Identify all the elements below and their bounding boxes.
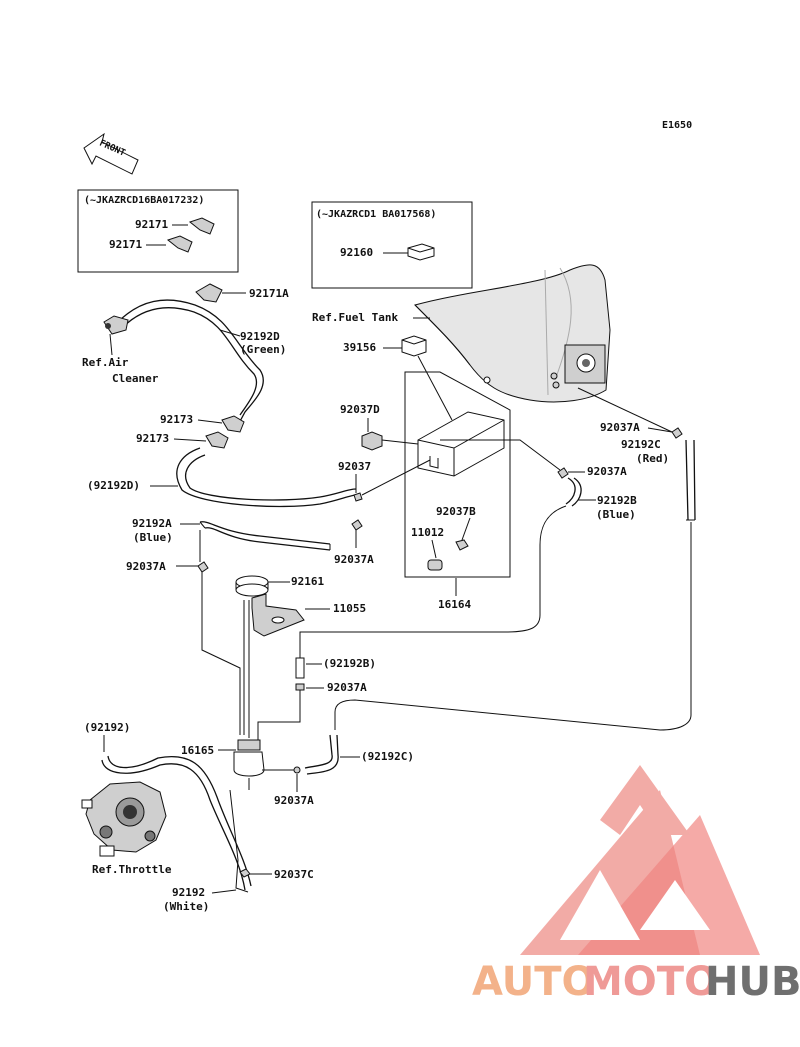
label-92192C-red-color: (Red) — [636, 452, 669, 465]
label-92037D: 92037D — [340, 403, 380, 416]
clip-92037A-mid-icon — [557, 467, 569, 479]
label-92037A-e: 92037A — [274, 794, 314, 807]
ref-air-label-1: Ref.Air — [82, 356, 129, 369]
box1-part-1: 92171 — [135, 218, 168, 231]
band-92161-icon — [235, 575, 269, 597]
label-92192D-green-color: (Green) — [240, 343, 286, 356]
label-11055: 11055 — [333, 602, 366, 615]
box1-part-2: 92171 — [109, 238, 142, 251]
hose-92192C-red — [685, 439, 696, 521]
label-92037B: 92037B — [436, 505, 476, 518]
ref-air-label-2: Cleaner — [112, 372, 159, 385]
label-92037A-tr: 92037A — [600, 421, 640, 434]
box1-header: (~JKAZRCD16BA017232) — [84, 195, 204, 206]
clip-92037A-tr-icon — [671, 427, 683, 439]
label-92192A-color: (Blue) — [133, 531, 173, 544]
label-92192B-paren: (92192B) — [323, 657, 376, 670]
route-line-red — [334, 522, 692, 731]
clip-92037A-e-icon — [293, 766, 301, 774]
hose-92192A-blue — [199, 521, 331, 551]
bracket-11055-icon — [251, 593, 305, 637]
label-92192B-color: (Blue) — [596, 508, 636, 521]
air-cleaner-fitting-icon — [103, 315, 129, 335]
clamp-92171b-icon — [166, 235, 193, 253]
label-92192A: 92192A — [132, 517, 172, 530]
bracket-92037D-icon — [361, 431, 383, 451]
label-92037A-l: 92037A — [126, 560, 166, 573]
pad-92160-icon — [407, 243, 435, 261]
label-16165: 16165 — [181, 744, 214, 757]
label-92037A-d: 92037A — [327, 681, 367, 694]
box2-header: (~JKAZRCD1 BA017568) — [316, 209, 436, 220]
canister-group-box — [404, 371, 511, 578]
hose-92192C — [304, 734, 339, 775]
label-92173-1: 92173 — [160, 413, 193, 426]
box2-part-1: 92160 — [340, 246, 373, 259]
fuel-tank-icon — [414, 264, 611, 403]
watermark-hub: HUB — [705, 959, 800, 1005]
ref-throttle-label: Ref.Throttle — [92, 863, 172, 876]
diagram-code: E1650 — [662, 120, 692, 131]
tube-92192B-icon — [295, 657, 305, 679]
label-92192C-paren: (92192C) — [361, 750, 414, 763]
route-line-blue — [299, 505, 567, 660]
clip-92037A-d-icon — [295, 683, 305, 691]
label-92192-paren: (92192) — [84, 721, 130, 734]
label-92192B: 92192B — [597, 494, 637, 507]
clip-92037A-l-icon — [197, 561, 209, 573]
label-92173-2: 92173 — [136, 432, 169, 445]
hose-92192D-lower — [176, 447, 358, 508]
label-92192-white: 92192 — [172, 886, 205, 899]
clamp-92171A-icon — [195, 283, 223, 303]
label-92161: 92161 — [291, 575, 324, 588]
hose-92192B-blue — [565, 477, 582, 507]
label-92171A: 92171A — [249, 287, 289, 300]
ref-fuel-tank-label: Ref.Fuel Tank — [312, 311, 398, 324]
clamp-92173-icon — [205, 415, 245, 449]
clip-92037B-icon — [455, 539, 469, 551]
watermark-moto: MOTO — [583, 959, 718, 1005]
pad-39156-icon — [401, 335, 427, 357]
clip-92037-icon — [353, 492, 363, 502]
label-92192-white-color: (White) — [163, 900, 209, 913]
label-92192D-green: 92192D — [240, 330, 280, 343]
clamp-92171-icon — [188, 217, 215, 235]
label-92192C-red: 92192C — [621, 438, 661, 451]
label-16164: 16164 — [438, 598, 471, 611]
label-92192D-paren: (92192D) — [87, 479, 140, 492]
variant-box-1 — [77, 189, 239, 273]
cap-11012-icon — [427, 559, 443, 571]
front-arrow-icon: FRONT — [83, 132, 139, 175]
clip-92037A-c-icon — [351, 519, 363, 531]
label-92037A-c: 92037A — [334, 553, 374, 566]
label-11012: 11012 — [411, 526, 444, 539]
variant-box-2 — [311, 201, 473, 289]
automotohub-logo — [520, 765, 760, 955]
label-92037C: 92037C — [274, 868, 314, 881]
watermark-auto: AUTO — [472, 959, 596, 1005]
label-39156: 39156 — [343, 341, 376, 354]
canister-39156-icon — [417, 411, 505, 477]
label-92037A-mid: 92037A — [587, 465, 627, 478]
throttle-body-icon — [81, 781, 167, 857]
label-92037: 92037 — [338, 460, 371, 473]
hose-92192D-green — [117, 299, 264, 426]
